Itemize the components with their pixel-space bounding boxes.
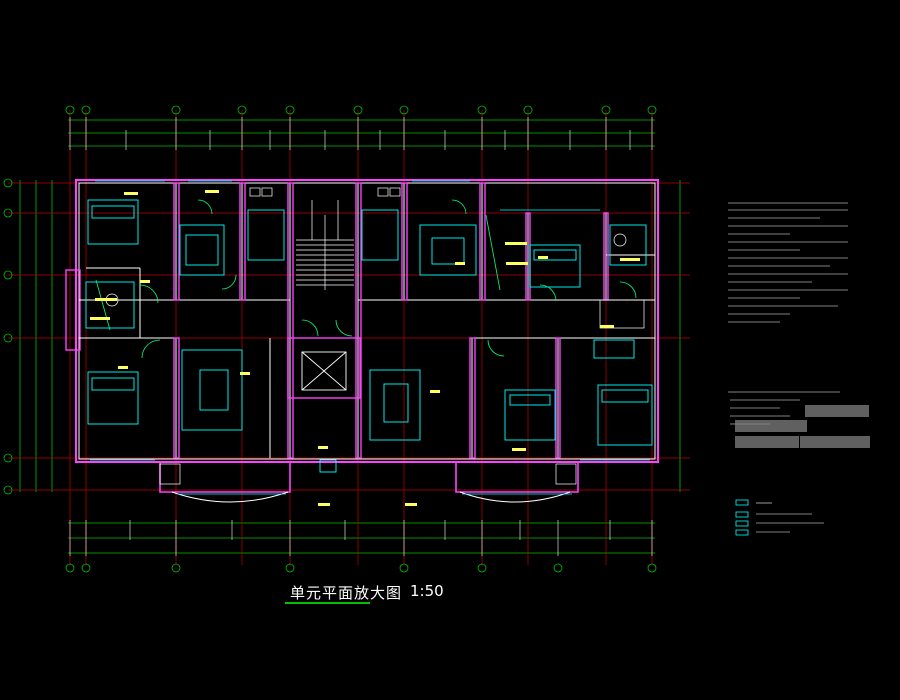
window-marks: [90, 180, 650, 495]
elevator-shaft: [301, 351, 347, 391]
interior-walls: [79, 183, 655, 458]
furniture: [85, 199, 653, 473]
door-swings: [95, 199, 637, 359]
exterior-walls: [65, 179, 659, 503]
drawing-scale: 1:50: [410, 582, 444, 600]
dimension-ticks: [69, 117, 653, 556]
legend: [735, 499, 824, 536]
dimension-lines: [19, 119, 681, 554]
drawing-title: 单元平面放大图: [290, 584, 403, 602]
wall-hatching: [173, 182, 609, 459]
design-notes: [728, 202, 848, 425]
title-underline: [285, 602, 370, 604]
stairwell: [296, 200, 354, 290]
room-label-marks: [90, 190, 640, 506]
axis-bubbles: [3, 105, 657, 573]
notes-hatch-swatches: [735, 405, 870, 448]
